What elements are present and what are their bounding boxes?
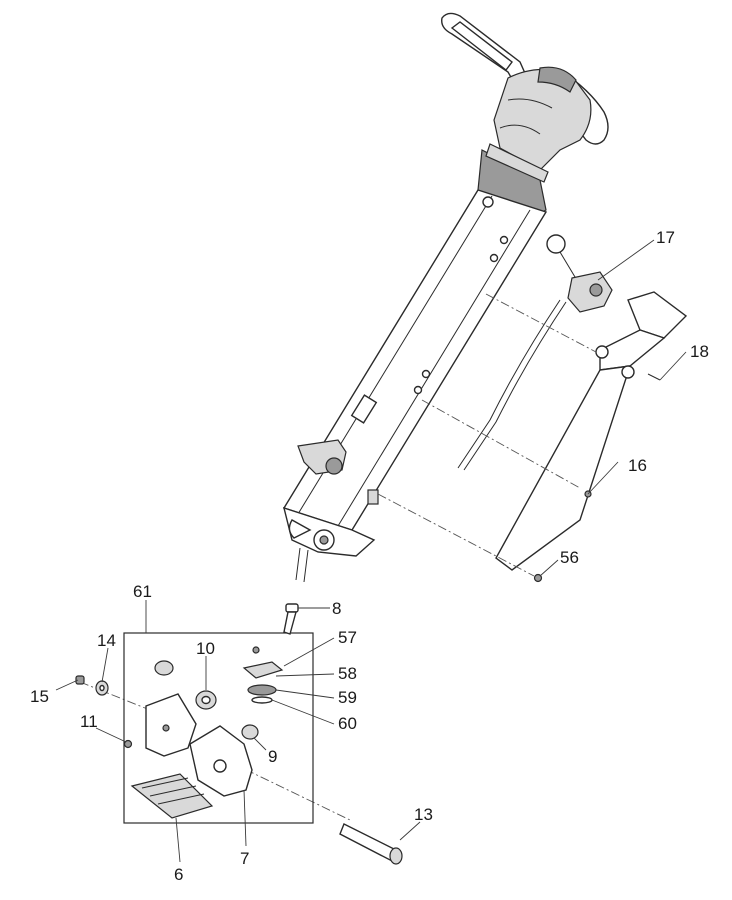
callout-13: 13 (414, 805, 433, 824)
callout-6: 6 (174, 865, 183, 884)
callout-8: 8 (332, 599, 341, 618)
callout-60: 60 (338, 714, 357, 733)
callout-14: 14 (97, 631, 116, 650)
part-16-cover-plate (495, 291, 688, 583)
callout-58: 58 (338, 664, 357, 683)
callout-57: 57 (338, 628, 357, 647)
assembly-61-box (123, 632, 314, 824)
callout-17: 17 (656, 228, 675, 247)
part-17-control (457, 234, 613, 471)
callout-16: 16 (628, 456, 647, 475)
handle-column (282, 12, 609, 583)
assembly-61-parts (123, 603, 299, 819)
callout-9: 9 (268, 747, 277, 766)
callout-labels: 17 18 16 56 61 8 14 10 57 58 15 59 60 11… (30, 228, 709, 884)
washer-and-screw (75, 675, 109, 696)
part-13-pin (339, 823, 403, 865)
callout-59: 59 (338, 688, 357, 707)
callout-61: 61 (133, 582, 152, 601)
callout-11: 11 (80, 712, 98, 731)
leader-lines (55, 239, 687, 863)
callout-7: 7 (240, 849, 249, 868)
callout-56: 56 (560, 548, 579, 567)
callout-15: 15 (30, 687, 49, 706)
callout-18: 18 (690, 342, 709, 361)
callout-10: 10 (196, 639, 215, 658)
